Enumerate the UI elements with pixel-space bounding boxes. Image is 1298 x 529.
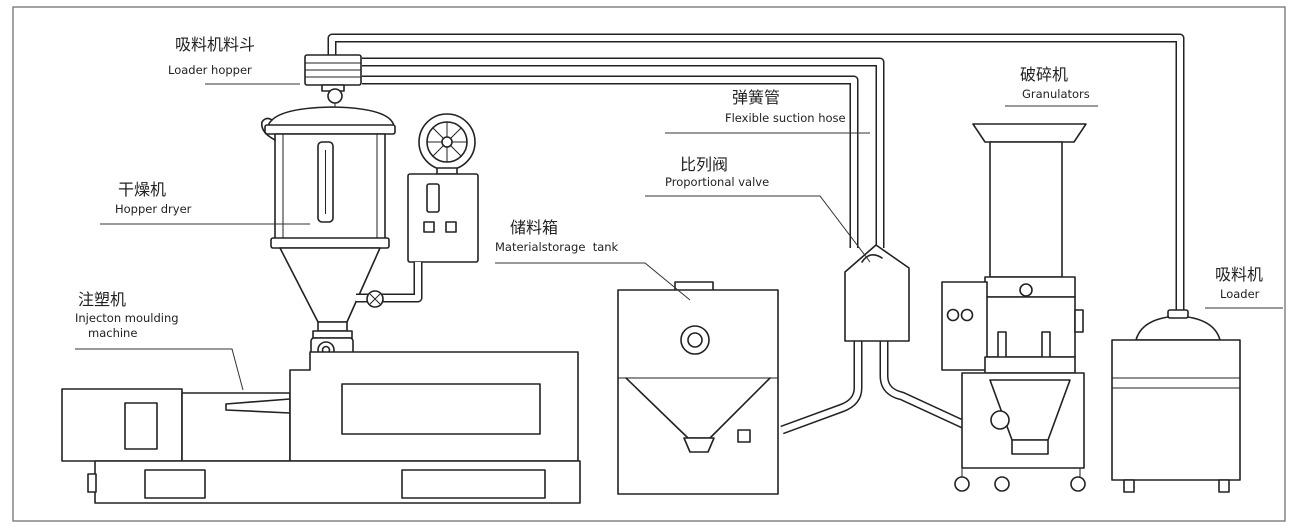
wheel [994, 476, 1010, 492]
label-zh: 比列阀 [680, 155, 728, 174]
label-zh: 吸料机 [1215, 265, 1263, 284]
label-zh: 破碎机 [1020, 65, 1068, 84]
label-en: Proportional valve [665, 175, 769, 189]
label-storage-tank: 储料箱 Materialstorage tank [495, 218, 619, 254]
label-injection-machine: 注塑机 Injecton moulding machine [75, 290, 179, 340]
material-storage-tank [617, 281, 779, 495]
label-en: Loader [1220, 287, 1260, 301]
label-en: Granulators [1022, 87, 1090, 101]
label-hopper-dryer: 干燥机 Hopper dryer [115, 180, 192, 216]
label-en: Hopper dryer [115, 202, 192, 216]
label-granulator: 破碎机 Granulators [1020, 65, 1090, 101]
loader-hopper [304, 54, 362, 92]
granulator-motor [941, 281, 988, 371]
diagram-frame [12, 6, 1286, 522]
granulator [941, 123, 1087, 492]
injection-moulding-machine [61, 351, 581, 504]
label-en-line2: machine [88, 326, 137, 340]
hopper-dryer [260, 88, 479, 363]
label-en: Loader hopper [168, 63, 252, 77]
label-en: Flexible suction hose [725, 111, 846, 125]
label-loader: 吸料机 Loader [1215, 265, 1263, 301]
label-zh: 干燥机 [118, 180, 166, 199]
label-zh: 注塑机 [78, 290, 126, 309]
label-suction-hose: 弹簧管 Flexible suction hose [725, 88, 846, 125]
label-proportional-valve: 比列阀 Proportional valve [665, 155, 769, 189]
suction-hoses [327, 33, 1185, 467]
control-box [407, 173, 479, 263]
label-en-line1: Injecton moulding [75, 311, 179, 325]
label-loader-hopper: 吸料机料斗 Loader hopper [168, 35, 255, 77]
label-zh: 吸料机料斗 [175, 35, 255, 54]
label-en: Materialstorage tank [495, 240, 619, 254]
leader-lines [75, 83, 1283, 391]
wheel [954, 476, 970, 492]
label-zh: 储料箱 [510, 218, 558, 237]
proportional-valve [844, 244, 910, 342]
loader [1111, 309, 1241, 493]
wheel [1070, 476, 1086, 492]
label-zh: 弹簧管 [732, 88, 780, 107]
